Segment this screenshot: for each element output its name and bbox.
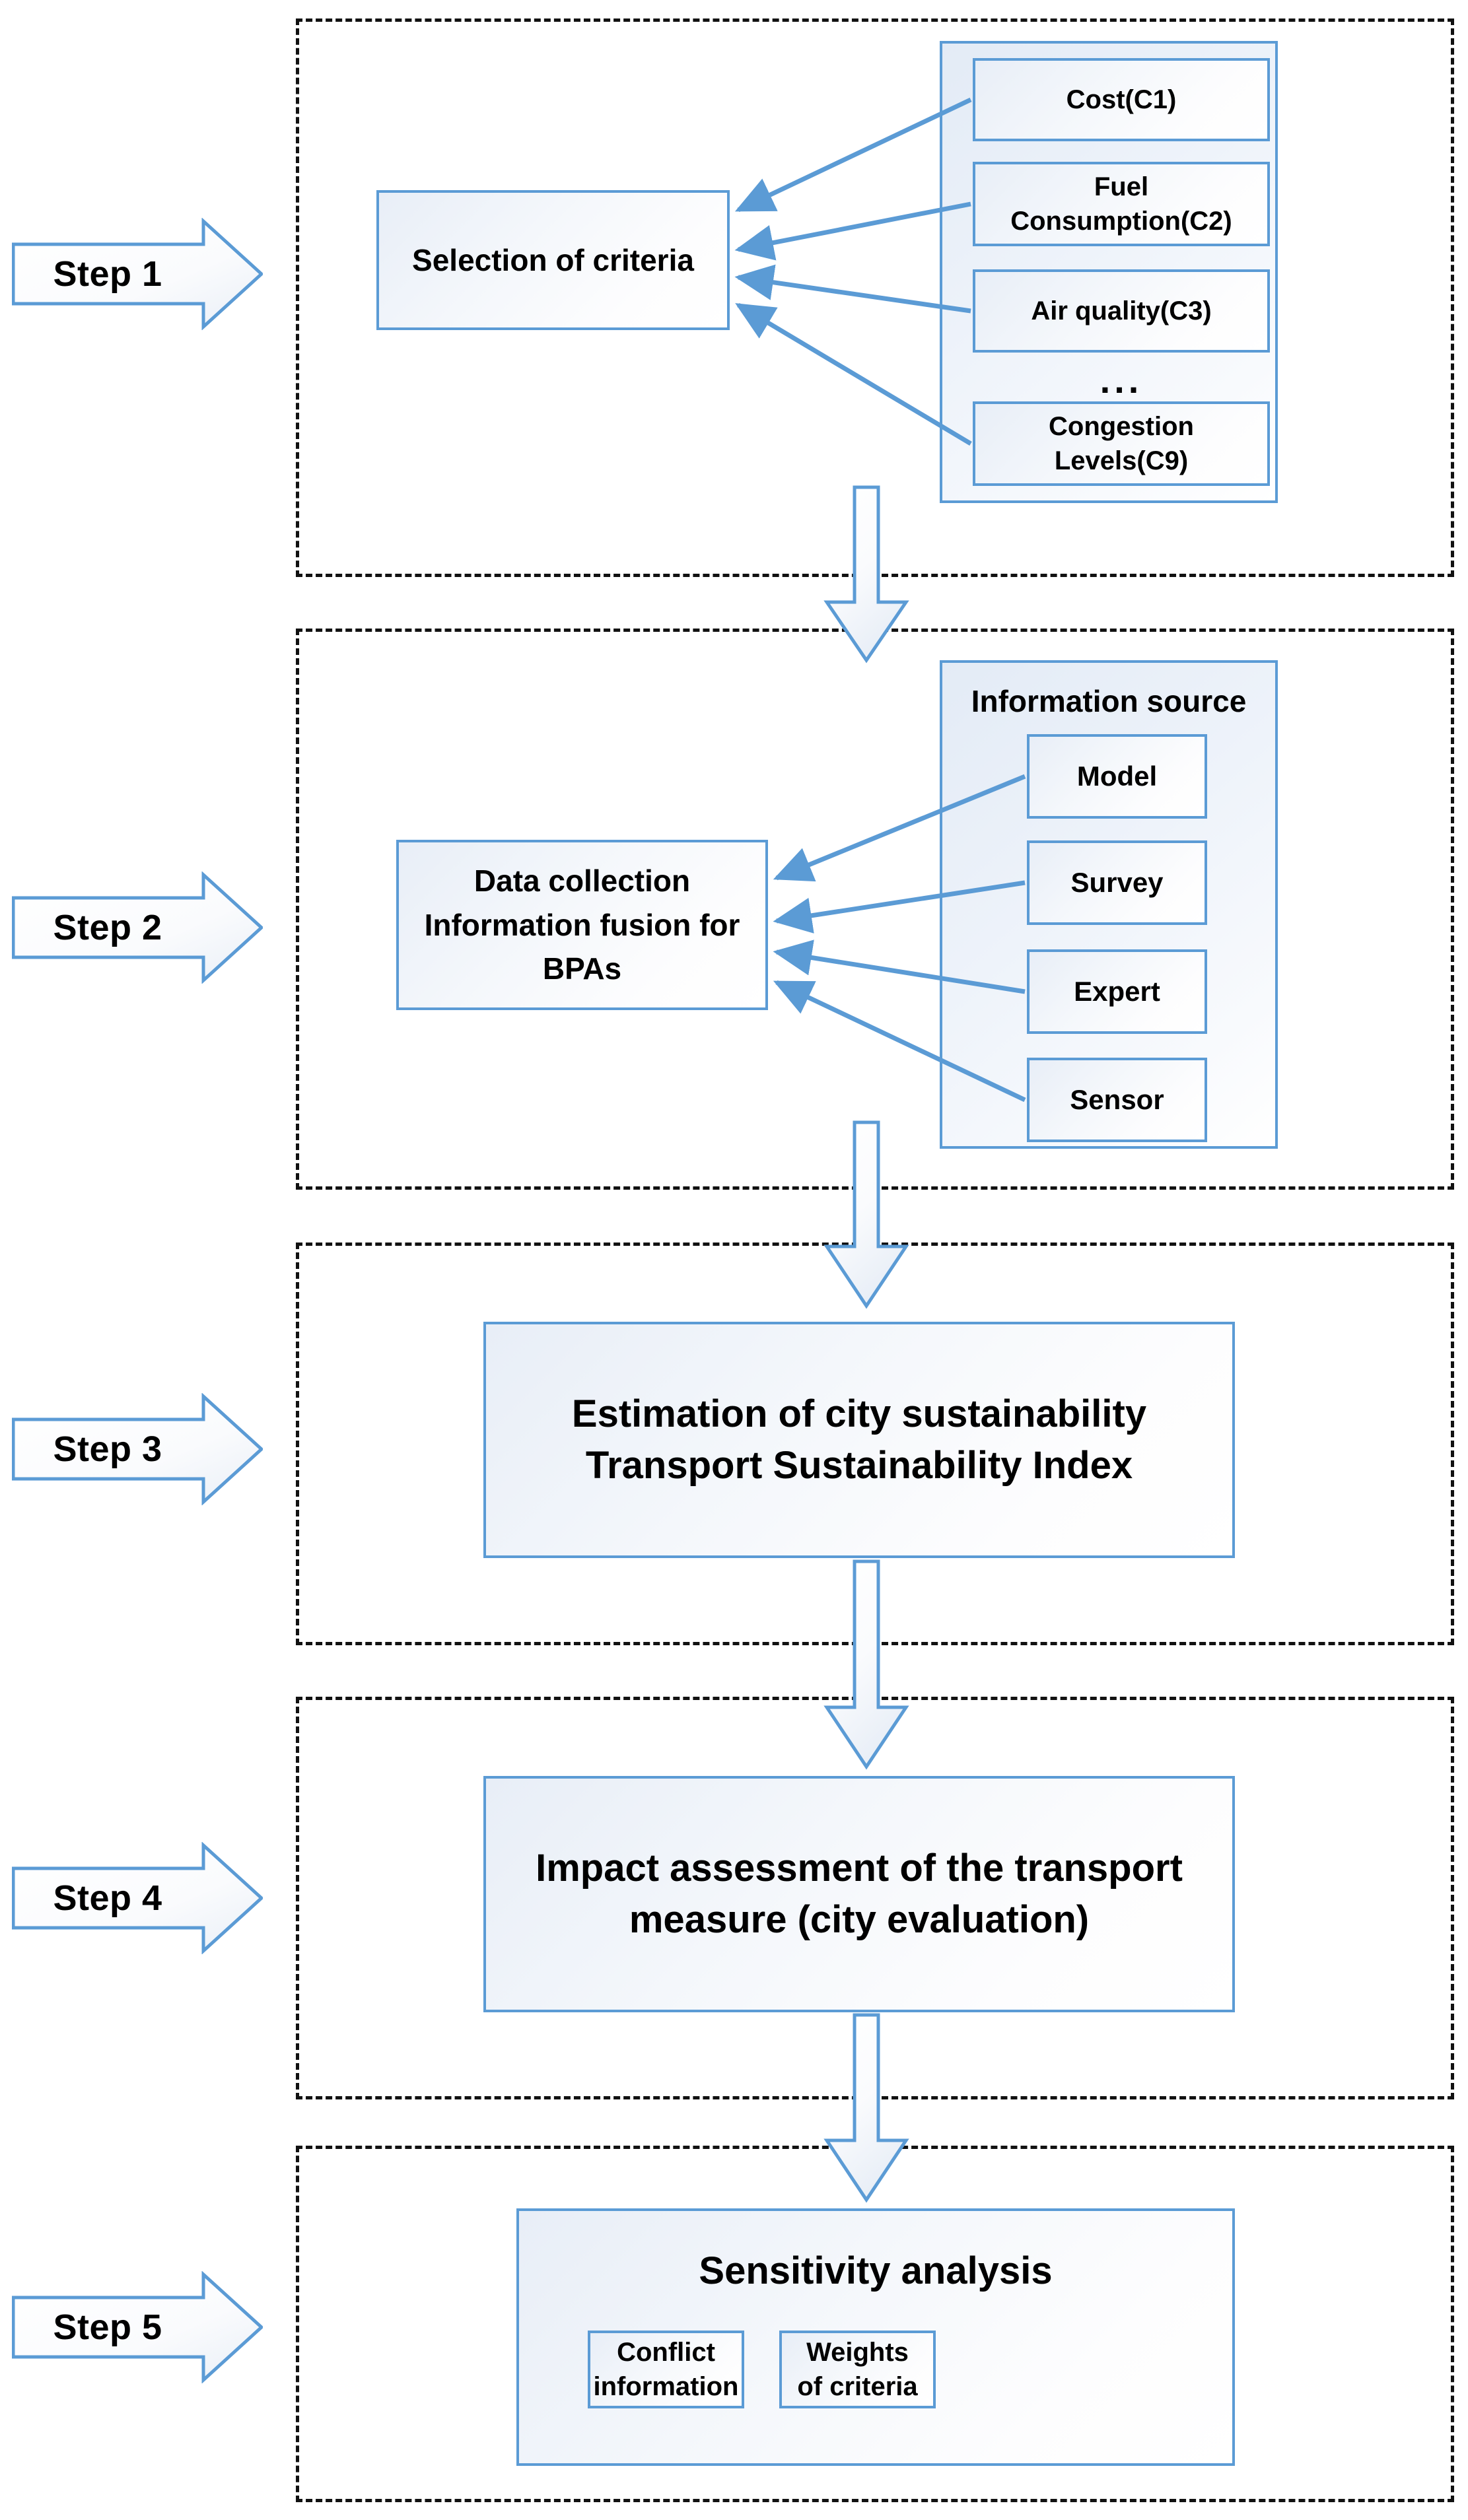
source-box-survey[interactable]: Survey (1027, 840, 1207, 925)
box-line: Estimation of city sustainability (571, 1392, 1147, 1435)
box-line: Congestion (1049, 412, 1194, 441)
box-line: Impact assessment of the transport (536, 1846, 1183, 1890)
box-line: Fuel (1094, 172, 1149, 201)
box-line: Sensitivity analysis (699, 2249, 1053, 2292)
box-line: Consumption(C2) (1010, 207, 1232, 236)
step-3-arrow[interactable]: Step 3 (12, 1393, 263, 1505)
step-1-arrow[interactable]: Step 1 (12, 218, 263, 330)
step-3-label: Step 3 (53, 1429, 162, 1469)
criteria-box-air-quality[interactable]: Air quality(C3) (973, 269, 1270, 353)
box-line: Cost(C1) (1066, 85, 1177, 114)
step-2-label: Step 2 (53, 908, 162, 947)
criteria-box-congestion-levels[interactable]: Congestion Levels(C9) (973, 401, 1270, 486)
source-box-model[interactable]: Model (1027, 734, 1207, 819)
criteria-ellipsis: ... (1100, 359, 1143, 401)
box-line: Survey (1070, 866, 1164, 898)
impact-assessment-box[interactable]: Impact assessment of the transport measu… (483, 1776, 1235, 2012)
source-box-expert[interactable]: Expert (1027, 949, 1207, 1034)
box-line: of criteria (797, 2372, 918, 2401)
source-box-sensor[interactable]: Sensor (1027, 1058, 1207, 1142)
box-line: Levels(C9) (1054, 446, 1189, 475)
box-line: Data collection (473, 863, 691, 898)
box-line: Weights (806, 2338, 909, 2367)
box-line: Expert (1074, 975, 1160, 1007)
box-line: Air quality(C3) (1031, 296, 1212, 325)
box-line: information (593, 2372, 739, 2401)
step-5-label: Step 5 (53, 2307, 162, 2347)
criteria-box-cost[interactable]: Cost(C1) (973, 58, 1270, 141)
data-collection-fusion-box[interactable]: Data collection Information fusion for B… (396, 840, 768, 1010)
step-arrow-shape (12, 1393, 263, 1505)
step-1-label: Step 1 (53, 254, 162, 294)
box-line: BPAs (542, 951, 622, 986)
step-arrow-shape (12, 871, 263, 984)
step-2-arrow[interactable]: Step 2 (12, 871, 263, 984)
step-arrow-shape (12, 218, 263, 330)
box-line: Conflict (617, 2338, 715, 2367)
box-line: Sensor (1070, 1083, 1164, 1115)
selection-of-criteria-box[interactable]: Selection of criteria (376, 190, 730, 330)
criteria-box-fuel-consumption[interactable]: Fuel Consumption(C2) (973, 162, 1270, 246)
box-line: Selection of criteria (412, 242, 694, 277)
sensitivity-sub-box-conflict-information[interactable]: Conflict information (588, 2331, 744, 2408)
step-arrow-shape (12, 1842, 263, 1954)
step-arrow-shape (12, 2271, 263, 2383)
box-line: measure (city evaluation) (629, 1898, 1090, 1941)
step-5-arrow[interactable]: Step 5 (12, 2271, 263, 2383)
estimation-sustainability-box[interactable]: Estimation of city sustainability Transp… (483, 1322, 1235, 1558)
box-line: Transport Sustainability Index (585, 1444, 1133, 1487)
step-4-arrow[interactable]: Step 4 (12, 1842, 263, 1954)
sensitivity-sub-box-weights-of-criteria[interactable]: Weights of criteria (779, 2331, 936, 2408)
box-line: Information fusion for (424, 907, 740, 942)
step-4-label: Step 4 (53, 1878, 162, 1918)
box-line: Model (1076, 760, 1158, 792)
information-source-title: Information source (971, 684, 1247, 718)
